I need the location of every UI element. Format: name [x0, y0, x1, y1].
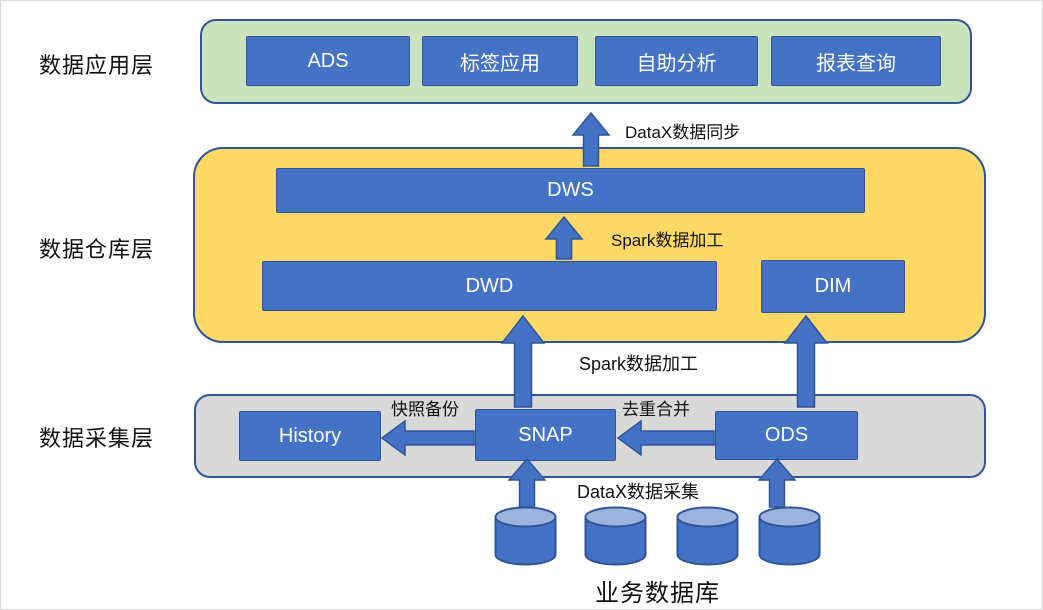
arrow-label-spark-upper: Spark数据加工	[611, 231, 724, 250]
source-database-label: 业务数据库	[595, 580, 720, 607]
arrow-label-spark-lower: Spark数据加工	[579, 354, 699, 374]
database-cylinder	[758, 506, 821, 566]
node-history: History	[239, 411, 381, 461]
application-layer-container: ADS 标签应用 自助分析 报表查询	[200, 19, 972, 104]
layer-label-application: 数据应用层	[39, 53, 155, 78]
warehouse-layer-container: DWS DWD DIM	[193, 147, 986, 343]
node-tag-application: 标签应用	[422, 36, 578, 86]
node-report-query: 报表查询	[771, 36, 941, 86]
layer-label-collection: 数据采集层	[39, 426, 155, 451]
node-ads: ADS	[246, 36, 410, 86]
arrow-label-snapshot-backup: 快照备份	[391, 400, 459, 419]
node-dwd: DWD	[262, 261, 717, 311]
node-ods: ODS	[715, 411, 858, 460]
arrow-label-datax-collect: DataX数据采集	[577, 482, 700, 502]
arrow-label-dedup-merge: 去重合并	[622, 400, 690, 419]
database-cylinder	[584, 506, 647, 566]
collection-layer-container: History SNAP ODS	[194, 394, 986, 478]
node-snap: SNAP	[475, 409, 616, 461]
node-dws: DWS	[276, 168, 865, 213]
layer-label-warehouse: 数据仓库层	[39, 237, 155, 262]
node-dim: DIM	[761, 260, 905, 313]
database-cylinder	[676, 506, 739, 566]
database-cylinder	[494, 506, 557, 566]
arrow-label-datax-sync: DataX数据同步	[625, 123, 741, 142]
node-self-service-analysis: 自助分析	[595, 36, 758, 86]
